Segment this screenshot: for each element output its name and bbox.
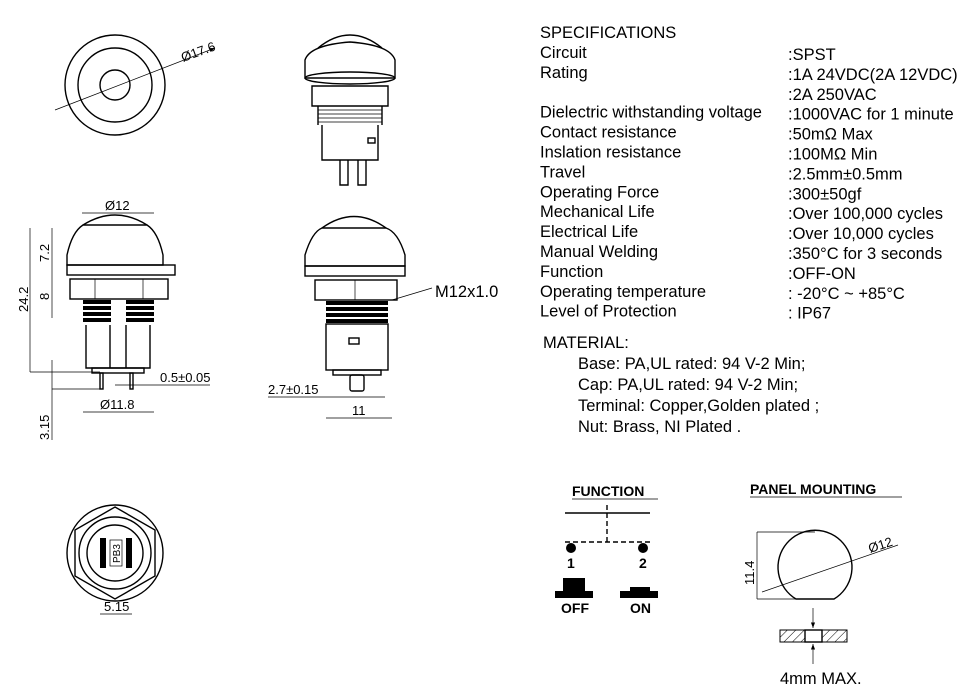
off-label: OFF bbox=[561, 600, 589, 616]
dim-cap-height: 7.2 bbox=[37, 244, 52, 262]
material-line: Cap: PA,UL rated: 94 V-2 Min; bbox=[578, 376, 798, 394]
dim-hole-diameter: Ø12 bbox=[866, 534, 894, 556]
dim-bottom: 5.15 bbox=[104, 599, 129, 614]
panel-mounting: PANEL MOUNTING 11.4 Ø12 4mm MAX. bbox=[742, 481, 902, 688]
dim-flat-height: 11.4 bbox=[742, 561, 757, 585]
dim-pin-length: 3.15 bbox=[37, 415, 52, 440]
spec-value: :2.5mm±0.5mm bbox=[788, 165, 903, 183]
bottom-view: PB3 5.15 bbox=[66, 504, 164, 615]
spec-value: :OFF-ON bbox=[788, 265, 856, 283]
specifications-title: SPECIFICATIONS bbox=[540, 24, 676, 42]
function-diagram: FUNCTION 1 2 OFF ON bbox=[555, 483, 658, 616]
material-line: Terminal: Copper,Golden plated ; bbox=[578, 397, 819, 415]
top-view: Ø17.6 bbox=[54, 34, 217, 136]
spec-value: :Over 10,000 cycles bbox=[788, 225, 934, 243]
spec-label: Manual Welding bbox=[540, 243, 658, 261]
terminal-1-label: 1 bbox=[567, 555, 575, 571]
dim-thread: M12x1.0 bbox=[435, 283, 498, 301]
spec-label: Circuit bbox=[540, 44, 587, 62]
spec-value: :2A 250VAC bbox=[788, 86, 877, 104]
dim-top-diameter: Ø17.6 bbox=[179, 39, 217, 65]
bottom-marking: PB3 bbox=[112, 544, 123, 563]
spec-value: :100MΩ Min bbox=[788, 146, 877, 164]
spec-value: :1000VAC for 1 minute bbox=[788, 106, 954, 124]
spec-label: Mechanical Life bbox=[540, 203, 655, 221]
on-button-icon bbox=[620, 587, 658, 598]
side-view: M12x1.0 2.7±0.15 11 bbox=[268, 215, 498, 419]
dim-body-width: 11 bbox=[352, 403, 366, 418]
spec-label: Operating Force bbox=[540, 183, 659, 201]
panel-thickness-label: 4mm MAX. bbox=[780, 670, 862, 688]
spec-label: Travel bbox=[540, 163, 585, 181]
spec-value: :300±50gf bbox=[788, 185, 862, 203]
dim-body-diameter: Ø11.8 bbox=[100, 397, 134, 412]
spec-value: :SPST bbox=[788, 46, 836, 64]
function-title: FUNCTION bbox=[572, 483, 644, 499]
dim-pin-width: 0.5±0.05 bbox=[160, 370, 211, 385]
spec-value: :50mΩ Max bbox=[788, 126, 874, 144]
material-title: MATERIAL: bbox=[543, 334, 629, 352]
perspective-view bbox=[304, 34, 396, 186]
dim-total-height: 24.2 bbox=[16, 287, 31, 312]
dim-pin-spacing: 2.7±0.15 bbox=[268, 382, 319, 397]
spec-label: Dielectric withstanding voltage bbox=[540, 104, 762, 122]
material-section: MATERIAL: Base: PA,UL rated: 94 V-2 Min;… bbox=[543, 334, 819, 436]
material-line: Nut: Brass, NI Plated . bbox=[578, 418, 741, 436]
specifications-table: SPECIFICATIONS Circuit :SPST Rating :1A 24V… bbox=[540, 24, 958, 323]
spec-label: Contact resistance bbox=[540, 124, 677, 142]
spec-value: : -20°C ~ +85°C bbox=[788, 285, 905, 303]
dim-cap-diameter: Ø12 bbox=[105, 198, 130, 213]
spec-value: :Over 100,000 cycles bbox=[788, 205, 943, 223]
panel-mounting-title: PANEL MOUNTING bbox=[750, 481, 876, 497]
spec-label: Inslation resistance bbox=[540, 144, 681, 162]
spec-label: Rating bbox=[540, 64, 588, 82]
spec-value: : IP67 bbox=[788, 305, 831, 323]
spec-label: Operating temperature bbox=[540, 283, 706, 301]
front-view: Ø12 24.2 7.2 8 3.15 0.5±0.05 Ø11.8 bbox=[16, 198, 211, 440]
spec-label: Level of Protection bbox=[540, 303, 677, 321]
spec-label: Function bbox=[540, 263, 603, 281]
terminal-2-label: 2 bbox=[639, 555, 647, 571]
material-line: Base: PA,UL rated: 94 V-2 Min; bbox=[578, 355, 805, 373]
dim-thread-length: 8 bbox=[37, 293, 52, 300]
on-label: ON bbox=[630, 600, 651, 616]
off-button-icon bbox=[555, 578, 593, 598]
spec-value: :1A 24VDC(2A 12VDC) bbox=[788, 66, 958, 84]
spec-value: :350°C for 3 seconds bbox=[788, 245, 942, 263]
spec-label: Electrical Life bbox=[540, 223, 638, 241]
